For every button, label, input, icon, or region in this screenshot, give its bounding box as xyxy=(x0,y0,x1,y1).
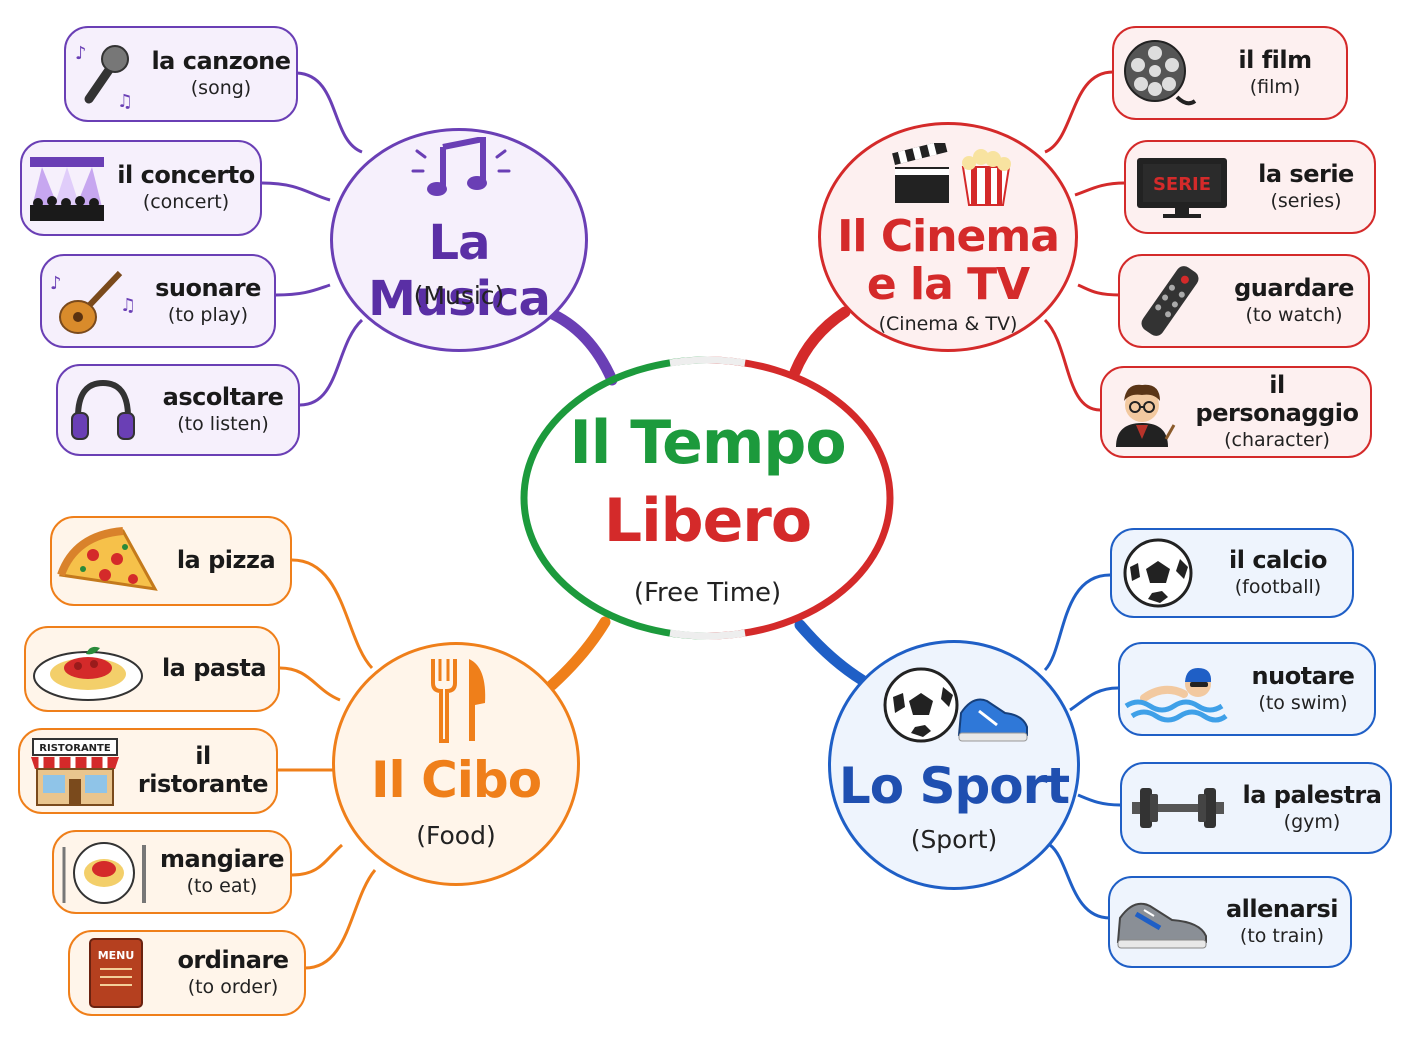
tv-icon: SERIE xyxy=(1137,158,1227,218)
cinema-card-character[interactable]: il personaggio (character) xyxy=(1100,366,1372,458)
center-node: Il Tempo Libero (Free Time) xyxy=(520,356,895,641)
cinema-subtitle: (Cinema & TV) xyxy=(878,313,1018,335)
food-word-1: la pasta xyxy=(161,654,267,683)
guitar-icon: ♪♫ xyxy=(50,270,136,334)
sport-title: Lo Sport xyxy=(838,757,1070,815)
cinema-word-2: guardare xyxy=(1234,273,1354,302)
music-note-icon xyxy=(411,137,511,196)
cinema-translation-2: (to watch) xyxy=(1245,304,1343,327)
cinema-node: Il Cinema e la TV (Cinema & TV) xyxy=(818,122,1078,352)
concert-stage-icon xyxy=(30,157,104,221)
sport-card-swim[interactable]: nuotare (to swim) xyxy=(1118,642,1376,736)
cinema-translation-0: (film) xyxy=(1249,76,1301,99)
cinema-translation-1: (series) xyxy=(1270,190,1342,213)
cinema-title-line1: Il Cinema xyxy=(837,211,1060,262)
fork-knife-icon xyxy=(431,659,486,743)
sport-translation-3: (to train) xyxy=(1239,925,1325,948)
clapperboard-popcorn-icon xyxy=(892,143,1011,206)
food-card-pizza[interactable]: la pizza xyxy=(50,516,292,606)
pasta-icon xyxy=(33,646,143,701)
food-subtitle: (Food) xyxy=(416,821,496,850)
music-node: La Musica (Music) xyxy=(330,128,588,352)
soccer-ball-icon xyxy=(1123,538,1193,608)
cinema-card-watch[interactable]: guardare (to watch) xyxy=(1118,254,1370,348)
sport-card-football[interactable]: il calcio (football) xyxy=(1110,528,1354,618)
plate-icon xyxy=(62,842,146,904)
menu-icon: MENU xyxy=(89,938,143,1008)
microphone-icon: ♪♫ xyxy=(75,43,133,111)
svg-text:♪: ♪ xyxy=(50,273,62,294)
music-subtitle: (Music) xyxy=(413,281,505,310)
ball-shoe-icon xyxy=(883,667,1028,743)
sport-subtitle: (Sport) xyxy=(910,825,998,854)
food-translation-3: (to eat) xyxy=(186,875,258,898)
food-title: Il Cibo xyxy=(370,751,542,809)
sport-word-2: la palestra xyxy=(1242,780,1382,809)
music-word-2: suonare xyxy=(155,273,261,302)
film-reel-icon xyxy=(1124,40,1197,106)
sport-card-train[interactable]: allenarsi (to train) xyxy=(1108,876,1352,968)
sport-word-1: nuotare xyxy=(1251,661,1355,690)
pizza-icon xyxy=(57,527,158,591)
sport-node: Lo Sport (Sport) xyxy=(828,640,1080,890)
sport-word-0: il calcio xyxy=(1229,545,1327,574)
food-node: Il Cibo (Food) xyxy=(332,642,580,886)
sport-translation-1: (to swim) xyxy=(1258,692,1348,715)
restaurant-label: RISTORANTE xyxy=(39,743,111,754)
food-translation-4: (to order) xyxy=(187,976,279,999)
food-word-4: ordinare xyxy=(177,945,289,974)
sport-translation-2: (gym) xyxy=(1283,811,1341,834)
music-translation-1: (concert) xyxy=(142,191,230,214)
food-card-order[interactable]: MENU ordinare (to order) xyxy=(68,930,306,1016)
music-card-concert[interactable]: il concerto (concert) xyxy=(20,140,262,236)
cinema-card-series[interactable]: SERIE la serie (series) xyxy=(1124,140,1376,234)
cinema-word-0: il film xyxy=(1238,45,1312,74)
food-card-restaurant[interactable]: RISTORANTE il ristorante xyxy=(18,728,278,814)
sneaker-icon xyxy=(1116,902,1207,949)
svg-text:♪: ♪ xyxy=(75,43,87,64)
center-title-line1: Il Tempo xyxy=(569,408,846,478)
food-card-eat[interactable]: mangiare (to eat) xyxy=(52,830,292,914)
dumbbell-icon xyxy=(1132,788,1224,828)
music-word-1: il concerto xyxy=(117,160,255,189)
music-card-song[interactable]: ♪♫ la canzone (song) xyxy=(64,26,298,122)
remote-control-icon xyxy=(1141,266,1199,336)
center-title-line2: Libero xyxy=(603,486,812,556)
music-card-play[interactable]: ♪♫ suonare (to play) xyxy=(40,254,276,348)
food-word-3: mangiare xyxy=(159,844,285,873)
cinema-word-1: la serie xyxy=(1258,159,1354,188)
music-title: La Musica xyxy=(368,215,551,327)
sport-card-gym[interactable]: la palestra (gym) xyxy=(1120,762,1392,854)
music-word-0: la canzone xyxy=(151,46,291,75)
food-card-pasta[interactable]: la pasta xyxy=(24,626,280,712)
music-word-3: ascoltare xyxy=(162,382,284,411)
music-translation-2: (to play) xyxy=(167,304,249,327)
cinema-card-film[interactable]: il film (film) xyxy=(1112,26,1348,120)
italian-flag-ring xyxy=(520,356,894,640)
center-subtitle: (Free Time) xyxy=(633,578,782,608)
tv-label: SERIE xyxy=(1153,174,1211,195)
food-word-2: il ristorante xyxy=(137,742,269,798)
cinema-translation-3: (character) xyxy=(1224,429,1330,452)
food-word-0: la pizza xyxy=(176,546,276,575)
svg-text:♫: ♫ xyxy=(120,295,136,316)
character-icon xyxy=(1116,384,1176,447)
music-translation-3: (to listen) xyxy=(177,413,269,436)
headphones-icon xyxy=(71,379,135,440)
music-card-listen[interactable]: ascoltare (to listen) xyxy=(56,364,300,456)
music-translation-0: (song) xyxy=(190,77,252,100)
swimmer-icon xyxy=(1124,668,1228,723)
svg-text:♫: ♫ xyxy=(117,91,133,111)
sport-word-3: allenarsi xyxy=(1225,894,1339,923)
cinema-title-line2: e la TV xyxy=(866,259,1030,310)
restaurant-icon: RISTORANTE xyxy=(31,738,119,806)
sport-translation-0: (football) xyxy=(1234,576,1322,599)
menu-label: MENU xyxy=(98,949,135,962)
cinema-word-3: il personaggio xyxy=(1195,370,1359,427)
